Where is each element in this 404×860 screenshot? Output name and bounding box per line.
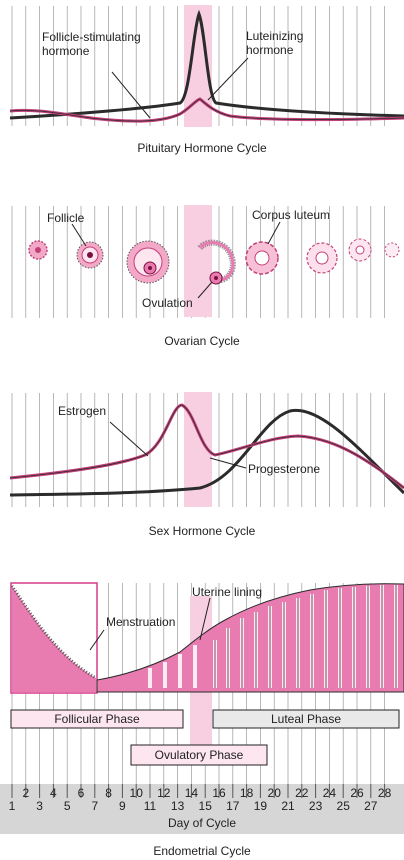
day-label: 13 [171,799,185,813]
menstruation-label: Menstruation [106,615,175,629]
ovulation-label: Ovulation [142,296,193,310]
day-label: 21 [281,799,295,813]
day-label: 23 [309,799,323,813]
day-label: 18 [240,786,254,800]
day-label: 17 [226,799,240,813]
ovarian-caption: Ovarian Cycle [164,334,240,348]
day-label: 5 [64,799,71,813]
day-label: 20 [268,786,282,800]
fsh-label: Follicle-stimulating hormone [42,30,144,58]
day-label: 16 [212,786,226,800]
follicle-stage-2 [77,242,103,268]
day-label: 28 [378,786,392,800]
follicle-label: Follicle [47,211,85,225]
fsh-label-line2: hormone [42,44,90,58]
fsh-label-line1: Follicle-stimulating [42,30,141,44]
follicle-leader [72,224,86,246]
day-label: 2 [22,786,29,800]
estrogen-label: Estrogen [58,404,106,418]
follicular-phase-label: Follicular Phase [54,712,140,726]
day-label: 19 [254,799,268,813]
follicle-stage-1 [29,241,47,259]
progesterone-label: Progesterone [248,462,320,476]
day-label: 4 [50,786,57,800]
day-label: 24 [323,786,337,800]
lh-label: Luteinizing hormone [246,29,307,57]
lh-label-line2: hormone [246,43,294,57]
corpus-luteum-regressing-2 [349,239,371,261]
day-label: 8 [105,786,112,800]
day-label: 9 [119,799,126,813]
day-label: 6 [78,786,85,800]
endometrial-lining [97,584,404,692]
day-label: 1 [9,799,16,813]
day-label: 15 [199,799,213,813]
day-label: 25 [337,799,351,813]
day-label: 27 [364,799,378,813]
day-label: 10 [130,786,144,800]
luteal-phase-label: Luteal Phase [271,712,341,726]
day-axis-title: Day of Cycle [168,816,236,830]
corpus-albicans [385,243,399,257]
corpus-luteum-label: Corpus luteum [252,208,330,222]
day-label: 12 [157,786,171,800]
follicle-stage-3 [127,241,169,283]
uterine-lining-label: Uterine lining [192,585,262,599]
pituitary-caption: Pituitary Hormone Cycle [137,141,267,155]
day-label: 26 [350,786,364,800]
lh-label-line1: Luteinizing [246,29,303,43]
corpus-luteum-regressing-1 [307,243,337,273]
corpus-luteum [246,242,278,274]
sex-hormone-caption: Sex Hormone Cycle [149,524,256,538]
lh-leader [208,58,248,100]
ovulatory-phase-label: Ovulatory Phase [155,748,244,762]
day-label: 11 [144,799,157,813]
day-label: 7 [91,799,98,813]
estrogen-leader [110,422,148,456]
day-label: 22 [295,786,309,800]
endometrial-caption: Endometrial Cycle [153,844,251,858]
day-label: 14 [185,786,199,800]
day-label: 3 [36,799,43,813]
